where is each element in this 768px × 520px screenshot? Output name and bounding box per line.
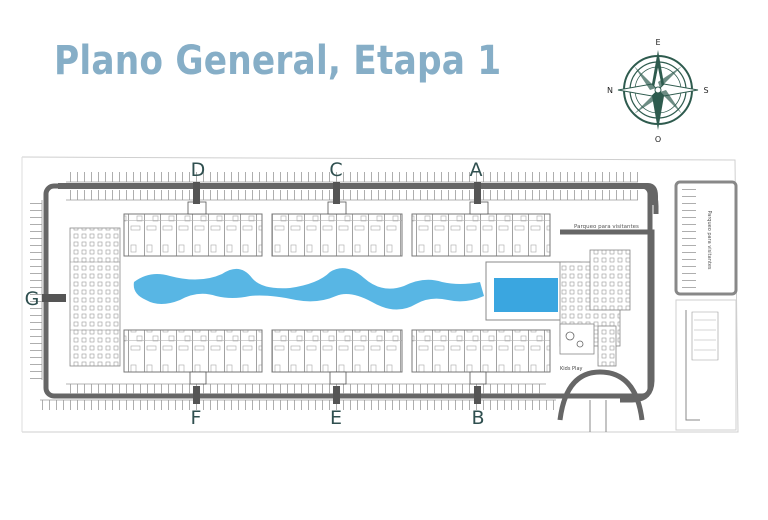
compass-north-label: N	[607, 86, 613, 95]
block-label-c: C	[329, 159, 342, 181]
compass-south-label: S	[703, 86, 708, 95]
swimming-pool	[494, 278, 558, 312]
compass-east-label: E	[655, 38, 660, 47]
page-title: Plano General, Etapa 1	[54, 38, 502, 84]
lake	[133, 268, 484, 310]
block-label-d: D	[191, 159, 206, 181]
kids-play-label: Kids Play	[560, 366, 583, 372]
block-label-f: F	[191, 407, 202, 429]
compass-west-label: O	[655, 135, 661, 144]
block-label-b: B	[471, 407, 484, 429]
side-visitor-parking-label: Parqueo para visitantes	[706, 210, 712, 269]
block-label-e: E	[330, 407, 342, 429]
compass-rose-icon: E O N S	[607, 38, 709, 144]
visitor-parking-label: Parqueo para visitantes	[574, 224, 639, 230]
block-label-g: G	[25, 288, 40, 310]
block-label-a: A	[470, 159, 483, 181]
